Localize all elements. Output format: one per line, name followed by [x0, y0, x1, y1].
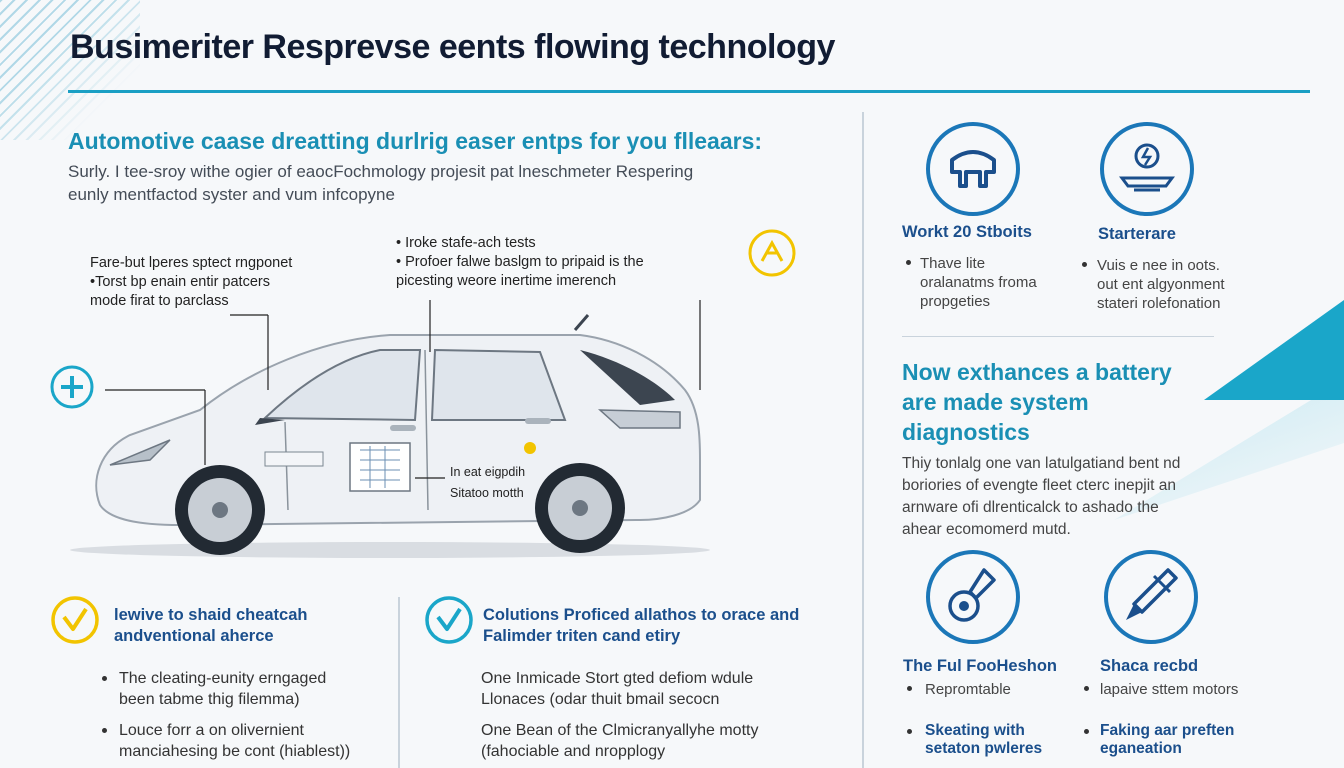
bullet — [907, 729, 912, 734]
heading-line: diagnostics — [902, 419, 1030, 445]
tool-title: The Ful FooHeshon — [903, 657, 1057, 675]
item-line: Louce forr a on olivernient — [119, 722, 304, 739]
feature-line: stateri rolefonation — [1097, 295, 1221, 312]
check-circle-icon — [51, 596, 99, 644]
bullet — [907, 686, 912, 691]
title-line: Colutions Proficed allathos to orace and — [483, 606, 800, 624]
item-line: (fahociable and nropplogy — [481, 743, 666, 760]
decorative-hatch — [0, 0, 140, 140]
feature-line: oralanatms froma — [920, 274, 1037, 291]
callout-top: • Iroke stafe-ach tests • Profoer falwe … — [396, 234, 644, 291]
callout-line: •Torst bp enain entir patcers — [90, 274, 270, 290]
feature-line: Thave lite — [920, 255, 986, 272]
callout-line: Fare-but lperes sptect rngponet — [90, 255, 293, 271]
feature-line: propgeties — [920, 293, 991, 310]
item-line: been tabme thig filemma) — [119, 691, 300, 708]
bottom-middle-title: Colutions Proficed allathos to orace and… — [483, 605, 799, 647]
feature-list: Thave lite oralanatms froma propgeties — [902, 254, 1062, 311]
heading-line: are made system — [902, 389, 1089, 415]
bullet — [1084, 729, 1089, 734]
bullet — [1082, 262, 1087, 267]
title-underline — [68, 90, 1310, 93]
item-line: One Bean of the Clmicranyallyhe motty — [481, 722, 759, 739]
callout-line: • Iroke stafe-ach tests — [396, 235, 536, 251]
callout-line: mode firat to parclass — [90, 293, 229, 309]
title-line: lewive to shaid cheatcah — [114, 606, 308, 624]
tool-sub-line: Skeating with — [925, 722, 1025, 739]
item-line: manciahesing be cont (hiablest)) — [119, 743, 351, 760]
diagnostics-heading: Now exthances a battery are made system … — [902, 357, 1172, 447]
tool-list: Repromtable — [905, 680, 1065, 699]
tool-list: lapaive sttem motors — [1082, 680, 1282, 699]
section-divider — [902, 336, 1214, 337]
tool-sub-line: Faking aar preften — [1100, 722, 1235, 739]
tool-line: lapaive sttem motors — [1100, 681, 1239, 698]
title-line: Falimder triten cand etiry — [483, 627, 681, 645]
decorative-teal-triangle — [1204, 300, 1344, 400]
feature-title: Starterare — [1098, 225, 1176, 243]
callout-left: Fare-but lperes sptect rngponet •Torst b… — [90, 254, 292, 311]
paragraph-line: arnware ofi dlrenticalck to ashado the — [902, 499, 1159, 516]
bullet — [1084, 686, 1089, 691]
callout-line: picesting weore inertime imerench — [396, 273, 617, 289]
tool-line: Repromtable — [925, 681, 1011, 698]
tool-title: Shaca recbd — [1100, 657, 1199, 675]
sensor-icon — [748, 229, 796, 277]
feature-line: Vuis e nee in oots. — [1097, 257, 1220, 274]
tool-sub: Skeating with setaton pwleres — [905, 722, 1075, 758]
bullet — [102, 728, 107, 733]
callout-door: In eat eigpdih Sitatoo motth — [450, 462, 525, 504]
item-line: The cleating-eunity erngaged — [119, 670, 327, 687]
front-wheel — [175, 465, 265, 555]
diagnostics-paragraph: Thiy tonlalg one van latulgatiand bent n… — [902, 453, 1180, 541]
rear-wheel — [535, 463, 625, 553]
intro-line: Surly. I tee-sroy withe ogier of eaocFoc… — [68, 162, 694, 181]
bottom-divider — [398, 597, 400, 768]
tool-sub-line: setaton pwleres — [925, 740, 1043, 757]
feature-line: out ent algyonment — [1097, 276, 1225, 293]
item-line: One Inmicade Stort gted defiom wdule — [481, 670, 754, 687]
paragraph-line: ahear ecomomerd mutd. — [902, 521, 1071, 538]
intro-line: eunly mentfactod syster and vum infcopyn… — [68, 185, 395, 204]
tool-sub-line: eganeation — [1100, 740, 1182, 757]
feature-title: Workt 20 Stboits — [902, 223, 1032, 241]
wrench-hand-icon — [926, 550, 1020, 644]
feature-list: Vuis e nee in oots. out ent algyonment s… — [1080, 256, 1270, 313]
bottom-left-item: The cleating-eunity erngaged been tabme … — [102, 668, 392, 710]
bottom-left-title: lewive to shaid cheatcah andventional ah… — [114, 605, 308, 647]
bottom-middle-item: One Bean of the Clmicranyallyhe motty (f… — [481, 720, 841, 762]
title-line: andventional aherce — [114, 627, 274, 645]
column-divider — [862, 112, 864, 768]
check-circle-icon — [425, 596, 473, 644]
page-title: Busimeriter Resprevse eents flowing tech… — [70, 28, 835, 66]
item-line: Llonaces (odar thuit bmail secocn — [481, 691, 720, 708]
heading-line: Now exthances a battery — [902, 359, 1172, 385]
tool-sub: Faking aar preften eganeation — [1082, 722, 1282, 758]
plus-circle-icon — [50, 365, 94, 409]
bullet — [102, 676, 107, 681]
bullet — [906, 260, 911, 265]
screwdriver-icon — [1104, 550, 1198, 644]
callout-line: • Profoer falwe baslgm to pripaid is the — [396, 254, 644, 270]
callout-line: In eat eigpdih — [450, 465, 526, 479]
bottom-middle-item: One Inmicade Stort gted defiom wdule Llo… — [481, 668, 841, 710]
intro-heading: Automotive caase dreatting durlrig easer… — [68, 128, 763, 154]
bottom-left-item: Louce forr a on olivernient manciahesing… — [102, 720, 392, 762]
battery-charge-icon — [1100, 122, 1194, 216]
paragraph-line: boriories of evengte fleet cterc inepjit… — [902, 477, 1176, 494]
car-illustration — [70, 300, 710, 558]
seat-icon — [926, 122, 1020, 216]
paragraph-line: Thiy tonlalg one van latulgatiand bent n… — [902, 455, 1181, 472]
intro-text: Surly. I tee-sroy withe ogier of eaocFoc… — [68, 160, 828, 206]
callout-line: Sitatoo motth — [450, 486, 524, 500]
